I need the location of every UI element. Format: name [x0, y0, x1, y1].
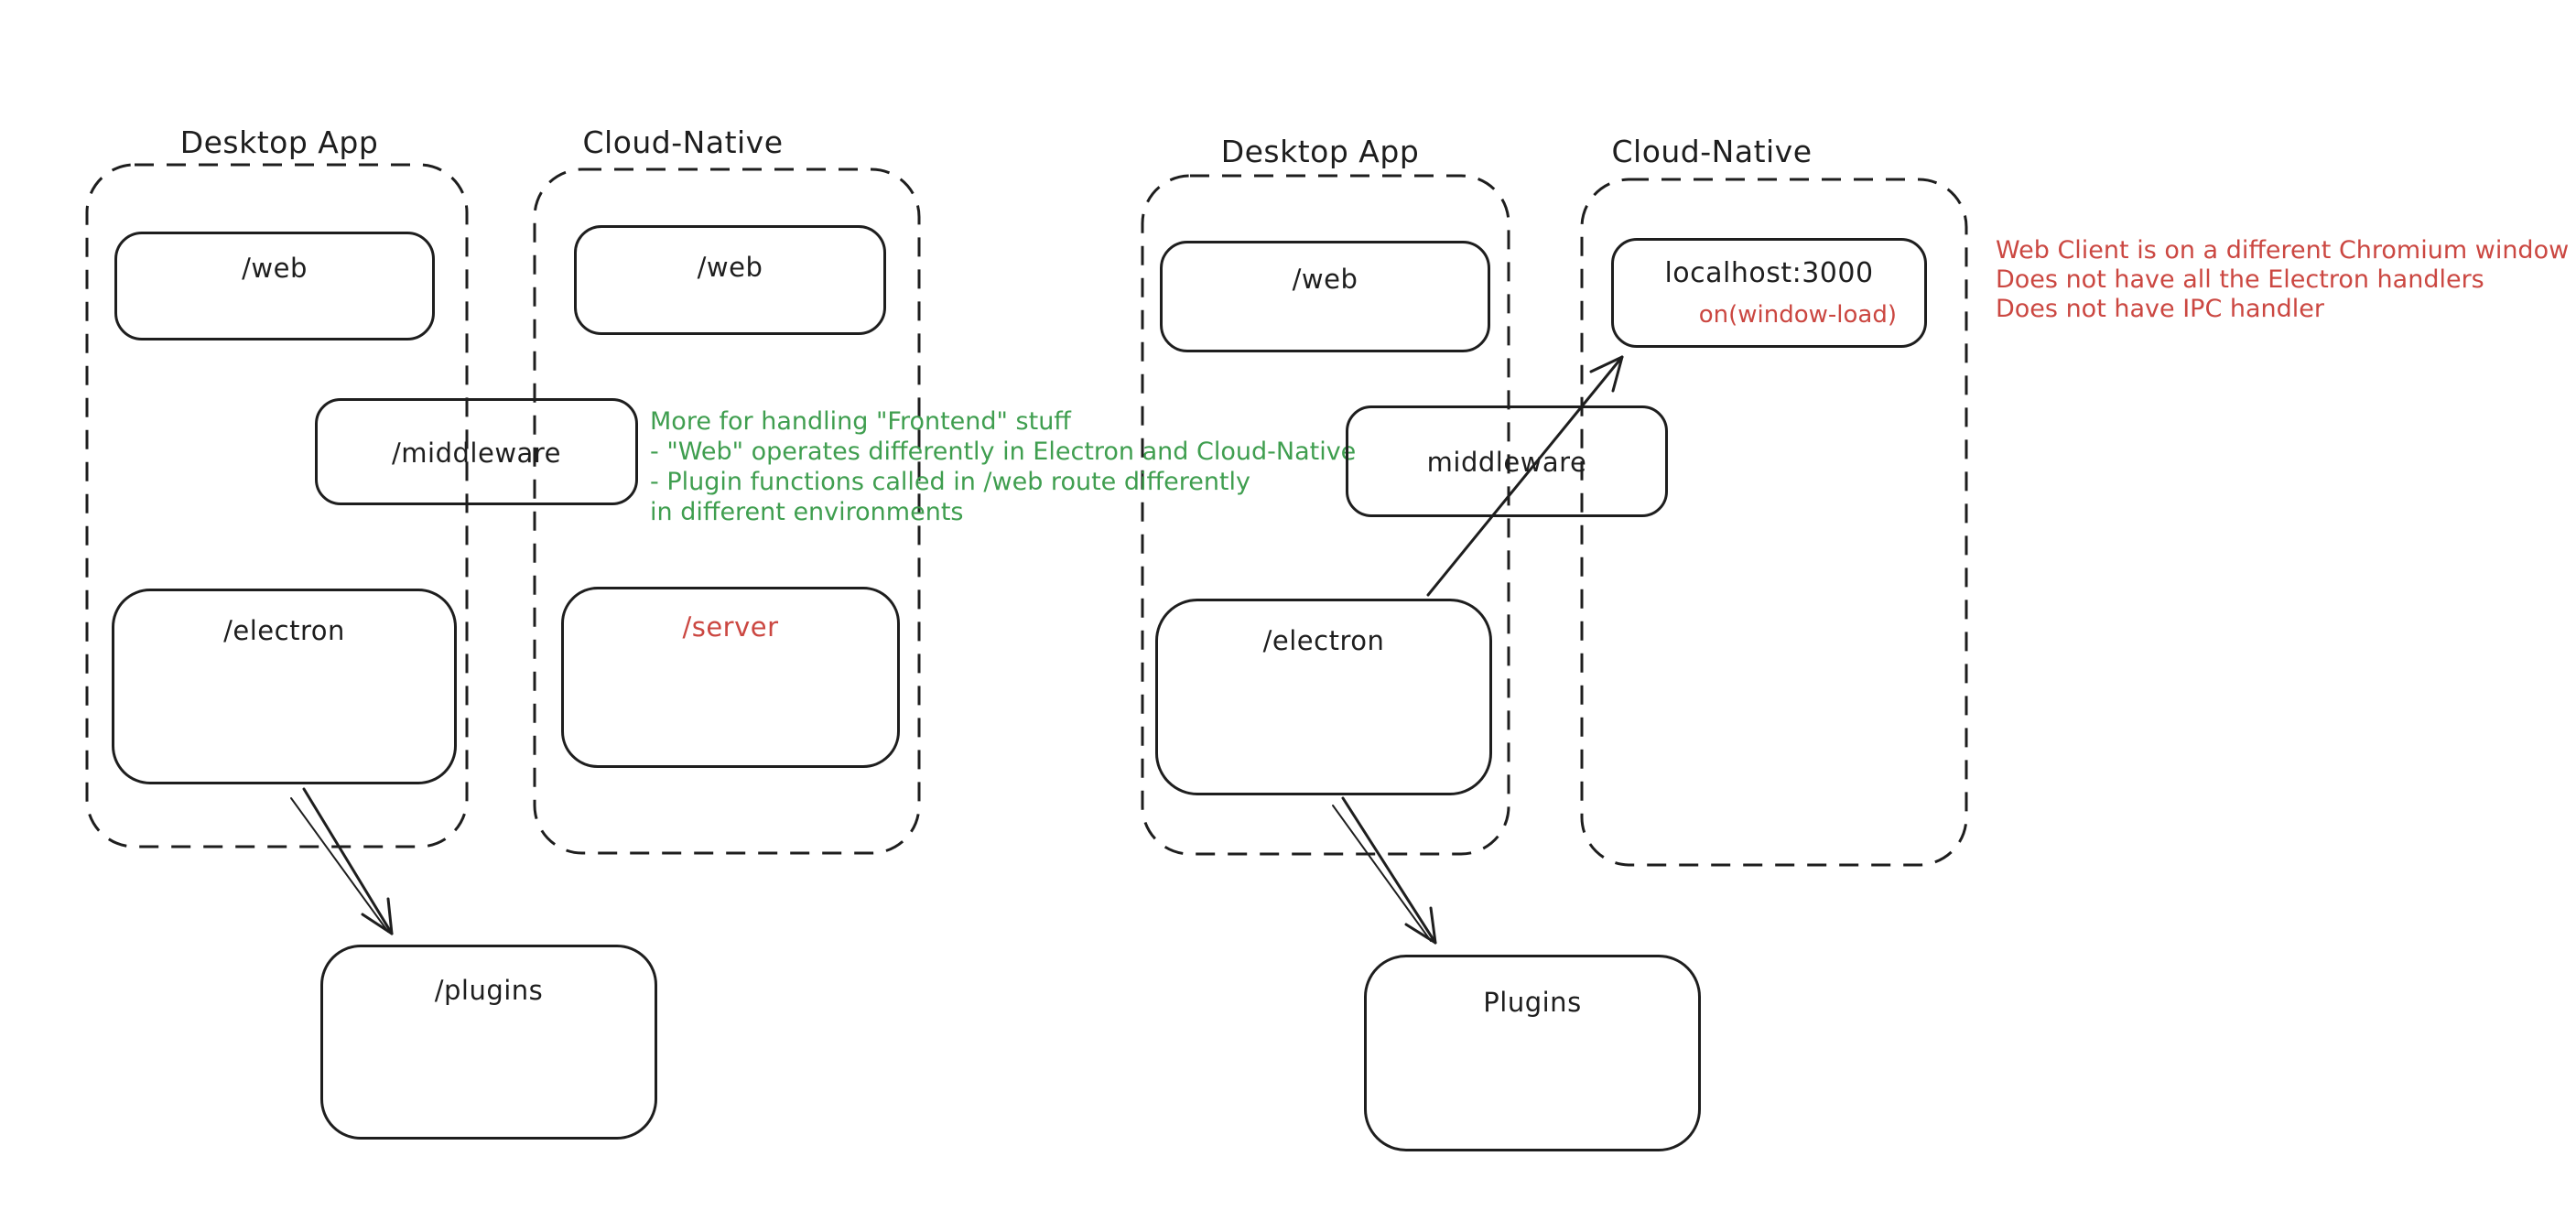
left-server-label: /server [682, 611, 779, 643]
left-middleware-label: /middleware [392, 438, 561, 469]
left-plugins-box[interactable]: /plugins [320, 945, 657, 1140]
right-electron-box[interactable]: /electron [1155, 599, 1492, 795]
right-desktop-app-container[interactable] [1141, 174, 1510, 856]
right-onload-label: on(window-load) [1698, 301, 1897, 329]
left-plugins-label: /plugins [434, 975, 544, 1006]
left-server-box[interactable]: /server [561, 587, 900, 768]
left-desktop-app-title[interactable]: Desktop App [179, 124, 379, 160]
right-cloud-native-title[interactable]: Cloud-Native [1611, 134, 1813, 169]
right-cloud-native-container[interactable] [1580, 178, 1968, 867]
right-desktop-web-label: /web [1292, 264, 1358, 295]
left-electron-box[interactable]: /electron [112, 589, 457, 784]
right-localhost-box[interactable]: localhost:3000 on(window-load) [1611, 238, 1927, 348]
red-note-line: Does not have IPC handler [1996, 295, 2325, 323]
right-localhost-label: localhost:3000 [1664, 257, 1874, 289]
left-cloud-native-title[interactable]: Cloud-Native [582, 124, 784, 160]
green-note-line: - "Web" operates differently in Electron… [650, 438, 1357, 466]
left-desktop-web-label: /web [242, 253, 308, 284]
green-note-line: More for handling "Frontend" stuff [650, 407, 1071, 436]
green-note-line: in different environments [650, 498, 964, 526]
right-desktop-web-box[interactable]: /web [1160, 241, 1490, 352]
left-cloud-web-label: /web [697, 252, 763, 283]
right-plugins-box[interactable]: Plugins [1364, 955, 1701, 1151]
left-cloud-native-container[interactable] [533, 168, 921, 855]
right-plugins-label: Plugins [1483, 987, 1582, 1018]
left-cloud-web-box[interactable]: /web [574, 225, 886, 335]
right-middleware-box[interactable]: middleware [1346, 405, 1668, 517]
left-green-annotation[interactable]: More for handling "Frontend" stuff - "We… [650, 406, 1356, 527]
right-middleware-label: middleware [1426, 447, 1587, 478]
right-red-annotation[interactable]: Web Client is on a different Chromium wi… [1996, 236, 2569, 324]
left-desktop-app-container[interactable] [85, 163, 469, 848]
right-electron-label: /electron [1262, 625, 1385, 656]
red-note-line: Web Client is on a different Chromium wi… [1996, 236, 2570, 265]
right-desktop-app-title[interactable]: Desktop App [1220, 134, 1420, 169]
left-electron-label: /electron [223, 615, 345, 646]
left-middleware-box[interactable]: /middleware [315, 398, 638, 505]
red-note-line: Does not have all the Electron handlers [1996, 265, 2484, 294]
green-note-line: - Plugin functions called in /web route … [650, 468, 1251, 496]
left-desktop-web-box[interactable]: /web [114, 232, 435, 340]
